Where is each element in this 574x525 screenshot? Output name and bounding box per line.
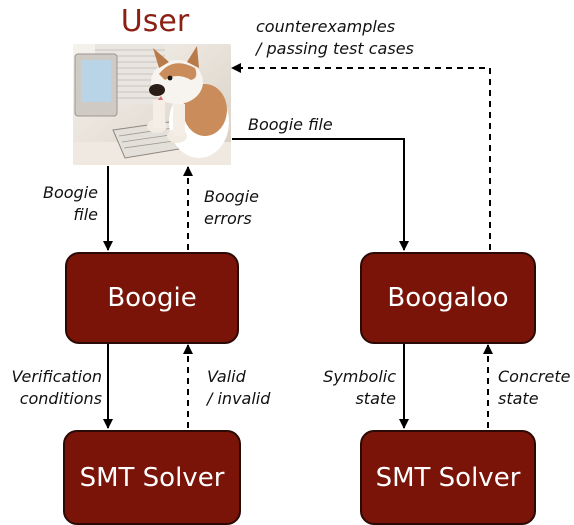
- smt-solver-left-label: SMT Solver: [79, 462, 225, 493]
- dog-at-computer-image: [73, 44, 231, 165]
- boogaloo-label: Boogaloo: [387, 283, 509, 313]
- boogie-box: Boogie: [65, 252, 239, 344]
- smt-solver-left-box: SMT Solver: [63, 430, 241, 525]
- smt-solver-right-label: SMT Solver: [375, 462, 521, 493]
- boogie-errors-label: Boogie errors: [204, 187, 259, 228]
- verification-conditions-label: Verification conditions: [11, 367, 102, 408]
- symbolic-state-label: Symbolic state: [323, 367, 396, 408]
- edge-boogaloo-to-user: [231, 63, 491, 250]
- edge-user-to-boogaloo: [232, 138, 409, 251]
- counterexamples-label: counterexamples / passing test cases: [256, 17, 414, 58]
- boogie-file-left-label: Boogie file: [43, 183, 98, 224]
- user-title: User: [120, 4, 190, 39]
- boogaloo-box: Boogaloo: [360, 252, 536, 344]
- boogie-file-right-label: Boogie file: [248, 115, 333, 134]
- boogie-label: Boogie: [107, 283, 197, 313]
- smt-solver-right-box: SMT Solver: [360, 430, 536, 525]
- concrete-state-label: Concrete state: [498, 367, 571, 408]
- valid-invalid-label: Valid / invalid: [207, 367, 271, 408]
- user-photo: [73, 44, 231, 165]
